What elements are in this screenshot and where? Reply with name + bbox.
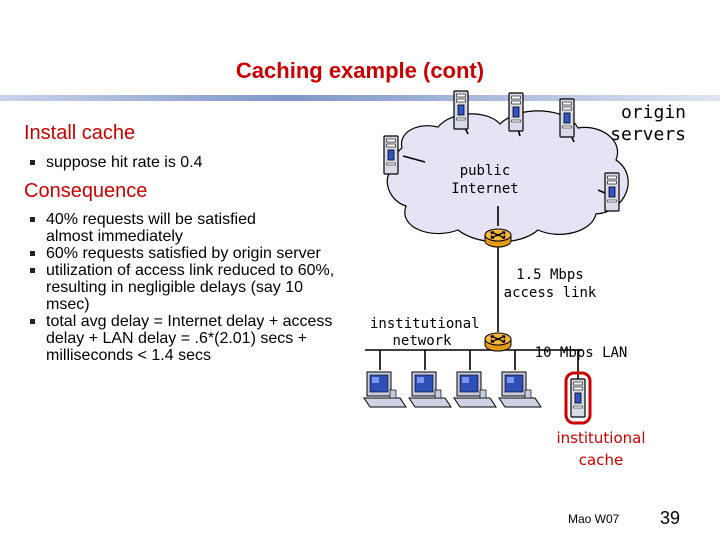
workstation-icon: [453, 371, 497, 408]
access-link-label: 1.5 Mbps access link: [503, 267, 597, 301]
server-icon: [508, 92, 524, 132]
server-icon: [559, 98, 575, 138]
install-heading: Install cache: [24, 122, 136, 144]
institutional-cache-label: institutional cache: [556, 429, 646, 469]
title-rule: [0, 95, 720, 101]
origin-servers-label: origin servers: [610, 102, 686, 145]
consequence-heading: Consequence: [24, 180, 148, 202]
workstation-icon: [408, 371, 452, 408]
slide-title: Caching example (cont): [235, 58, 485, 83]
lan-label: 10 Mbps LAN: [534, 345, 628, 361]
workstation-icon: [363, 371, 407, 408]
consequence-bullet: 40% requests will be satisfied almost im…: [30, 211, 291, 245]
server-icon: [604, 172, 620, 212]
public-internet-label: public Internet: [451, 163, 519, 197]
institutional-network-label: institutional network: [370, 316, 480, 349]
server-icon: [383, 135, 399, 175]
router-icon: [484, 228, 512, 248]
consequence-bullet: 60% requests satisfied by origin server: [30, 245, 336, 262]
footer-author: Mao W07: [568, 512, 620, 526]
install-bullet: suppose hit rate is 0.4: [30, 154, 203, 171]
router-icon: [484, 332, 512, 352]
cache-server-icon: [564, 371, 592, 425]
workstation-icon: [498, 371, 542, 408]
consequence-bullet: utilization of access link reduced to 60…: [30, 262, 346, 313]
page-number: 39: [660, 508, 681, 528]
server-icon: [453, 90, 469, 130]
consequence-bullets: 40% requests will be satisfied almost im…: [30, 211, 350, 364]
public-internet-cloud: [386, 110, 629, 243]
consequence-bullet: total avg delay = Internet delay + acces…: [30, 313, 346, 364]
install-bullets: suppose hit rate is 0.4: [30, 154, 203, 171]
